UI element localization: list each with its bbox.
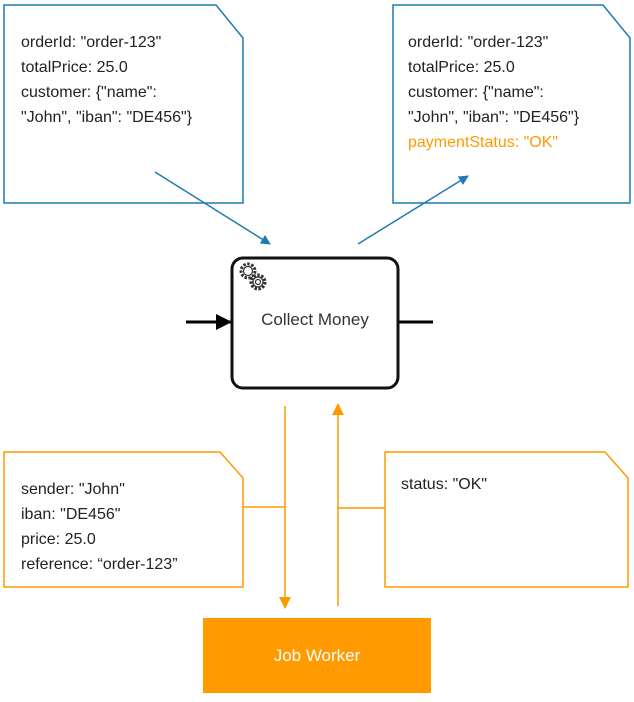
input-mapping-arrow xyxy=(154,171,271,245)
variable-line: status: "OK" xyxy=(401,476,488,493)
variable-line: totalPrice: 25.0 xyxy=(408,59,515,76)
variable-line: "John", "iban": "DE456"} xyxy=(21,109,193,126)
job-variables-text: sender: "John" iban: "DE456" price: 25.0… xyxy=(21,477,178,577)
added-variable-line: paymentStatus: "OK" xyxy=(408,134,559,151)
variable-line: "John", "iban": "DE456"} xyxy=(408,109,580,126)
output-mapping-arrow xyxy=(357,175,469,245)
input-variables-note xyxy=(3,4,244,204)
variable-line: orderId: "order-123" xyxy=(21,34,162,51)
job-worker[interactable]: Job Worker xyxy=(203,618,431,693)
variable-line: iban: "DE456" xyxy=(21,506,121,523)
variable-line: price: 25.0 xyxy=(21,531,96,548)
output-variables-note xyxy=(392,4,631,204)
job-result-text: status: "OK" xyxy=(401,472,487,497)
output-variables-text: orderId: "order-123" totalPrice: 25.0 cu… xyxy=(408,30,579,155)
job-variables-note xyxy=(3,451,244,588)
gear-icon xyxy=(239,262,267,291)
variable-line: customer: {"name": xyxy=(408,84,544,101)
job-worker-label: Job Worker xyxy=(273,645,361,665)
variable-line: customer: {"name": xyxy=(21,84,157,101)
variable-line: reference: “order-123” xyxy=(21,556,178,573)
task-label: Collect Money xyxy=(261,310,369,329)
input-variables-text: orderId: "order-123" totalPrice: 25.0 cu… xyxy=(21,30,192,130)
service-task[interactable] xyxy=(230,256,400,390)
variable-line: sender: "John" xyxy=(21,481,125,498)
job-result-note xyxy=(384,451,629,588)
variable-line: orderId: "order-123" xyxy=(408,34,549,51)
variable-line: totalPrice: 25.0 xyxy=(21,59,128,76)
